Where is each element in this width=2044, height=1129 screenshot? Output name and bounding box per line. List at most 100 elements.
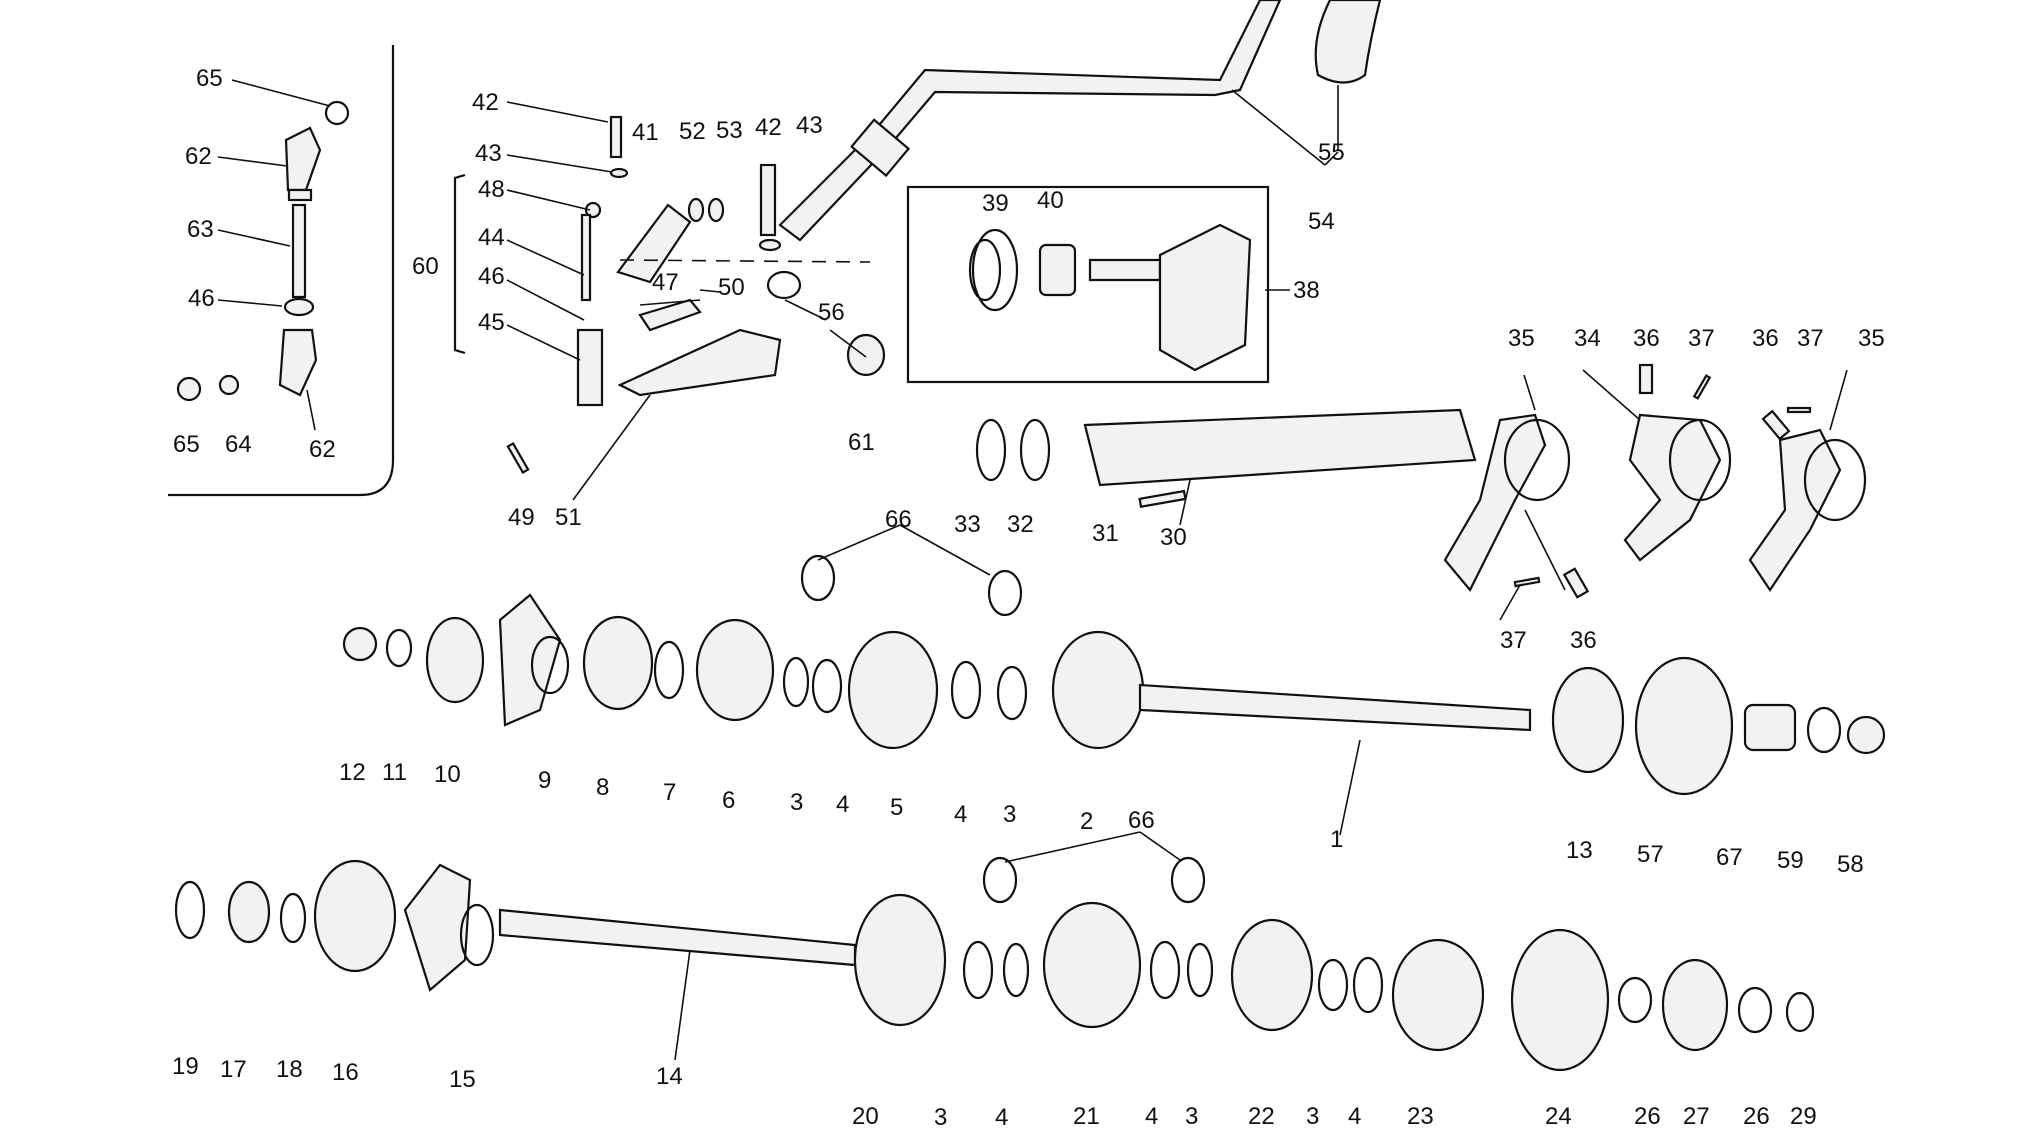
part-39-spring [971, 228, 1019, 312]
part-32-circlip [1019, 418, 1051, 482]
part-48-pin [584, 201, 602, 219]
label-55: 55 [1318, 139, 1345, 166]
leader-43 [506, 154, 613, 173]
part-6-gear [695, 618, 775, 722]
label-27: 27 [1683, 1103, 1710, 1129]
label-23: 23 [1407, 1103, 1434, 1129]
label-36-b: 36 [1752, 325, 1779, 352]
part-62-collar [287, 188, 313, 202]
label-4-e: 4 [1348, 1103, 1361, 1129]
label-42-right: 42 [755, 114, 782, 141]
leader-30 [1179, 479, 1191, 526]
part-7-shim [653, 640, 685, 700]
label-3-e: 3 [1306, 1103, 1319, 1129]
label-3-a: 3 [790, 789, 803, 816]
mainshaft-group [342, 524, 1886, 836]
label-47: 47 [652, 269, 679, 296]
part-20-gear [853, 893, 947, 1027]
inset-linkage-group [168, 45, 395, 497]
label-56: 56 [818, 299, 845, 326]
bracket-60 [453, 173, 466, 355]
label-61: 61 [848, 429, 875, 456]
leader-54-b [1324, 151, 1339, 166]
label-24: 24 [1545, 1103, 1572, 1129]
leader-66-d [1139, 831, 1181, 861]
label-13: 13 [1566, 837, 1593, 864]
leader-37-c [1499, 584, 1521, 621]
label-35-right: 35 [1858, 325, 1885, 352]
inset-box-frame [906, 185, 1270, 384]
part-64-washer [218, 374, 240, 396]
part-41-lever [616, 203, 692, 284]
selector-drum-group [975, 363, 1867, 621]
part-42-bolt-right [759, 163, 777, 237]
leader-35-right [1829, 369, 1848, 431]
layshaft-group [174, 831, 1815, 1072]
label-7: 7 [663, 779, 676, 806]
label-58: 58 [1837, 851, 1864, 878]
part-65-nut-bottom [176, 376, 202, 402]
label-3-c: 3 [934, 1104, 947, 1129]
part-37-pin-a [1692, 374, 1712, 400]
part-3-circlip-c [962, 940, 994, 1000]
part-4-washer-d [1149, 940, 1181, 1000]
label-2: 2 [1080, 808, 1093, 835]
leader-62-top [217, 156, 288, 167]
label-35-left: 35 [1508, 325, 1535, 352]
part-36-roller-c [1562, 567, 1590, 599]
part-31-pin [1138, 489, 1187, 509]
part-63-rod [291, 203, 307, 299]
part-3-circlip-d [1186, 942, 1214, 998]
label-62-top: 62 [185, 143, 212, 170]
label-38: 38 [1293, 277, 1320, 304]
part-52-washer [687, 197, 705, 223]
leader-63 [217, 229, 291, 247]
label-42-left: 42 [472, 89, 499, 116]
part-3-circlip-e [1317, 958, 1349, 1012]
part-2-gear [1051, 630, 1145, 750]
label-6: 6 [722, 787, 735, 814]
label-48: 48 [478, 176, 505, 203]
label-45: 45 [478, 309, 505, 336]
label-37-b: 37 [1797, 325, 1824, 352]
part-9-gasket [498, 593, 562, 727]
part-5-gear [847, 630, 939, 750]
label-51: 51 [555, 504, 582, 531]
label-66-middle: 66 [885, 506, 912, 533]
leader-14 [674, 949, 691, 1061]
part-29-circlip [1785, 991, 1815, 1033]
part-55-rubber [1314, 0, 1382, 84]
label-65-top: 65 [196, 65, 223, 92]
part-15-gasket [403, 863, 472, 992]
leader-48 [506, 189, 591, 211]
label-4-c: 4 [995, 1104, 1008, 1129]
part-58-nut [1846, 715, 1886, 755]
label-11: 11 [382, 759, 407, 786]
part-35-fork-left [1443, 413, 1547, 592]
pedal-group [778, 0, 1382, 242]
leader-46-inset [217, 299, 283, 307]
pedal-boss [850, 118, 911, 178]
part-3-circlip-b [996, 665, 1028, 721]
part-66-clip-c [982, 856, 1018, 904]
part-26-washer-b [1737, 986, 1773, 1034]
part-4-washer-c [1002, 942, 1030, 998]
part-67-spacer [1743, 703, 1797, 752]
part-17-bush [227, 880, 271, 944]
label-52: 52 [679, 118, 706, 145]
label-65-bottom: 65 [173, 431, 200, 458]
label-57: 57 [1637, 841, 1664, 868]
label-44: 44 [478, 224, 505, 251]
part-33-circlip [975, 418, 1007, 482]
part-12-nut [342, 626, 378, 662]
part-38-plate [1158, 223, 1252, 372]
part-51-arm [617, 328, 782, 397]
label-26-a: 26 [1634, 1103, 1661, 1129]
label-18: 18 [276, 1056, 303, 1083]
label-10: 10 [434, 761, 461, 788]
part-49-pin [506, 442, 530, 474]
label-4-d: 4 [1145, 1103, 1158, 1129]
label-34: 34 [1574, 325, 1601, 352]
part-13-bearing [1551, 666, 1625, 774]
part-34-fork-middle [1623, 413, 1722, 562]
